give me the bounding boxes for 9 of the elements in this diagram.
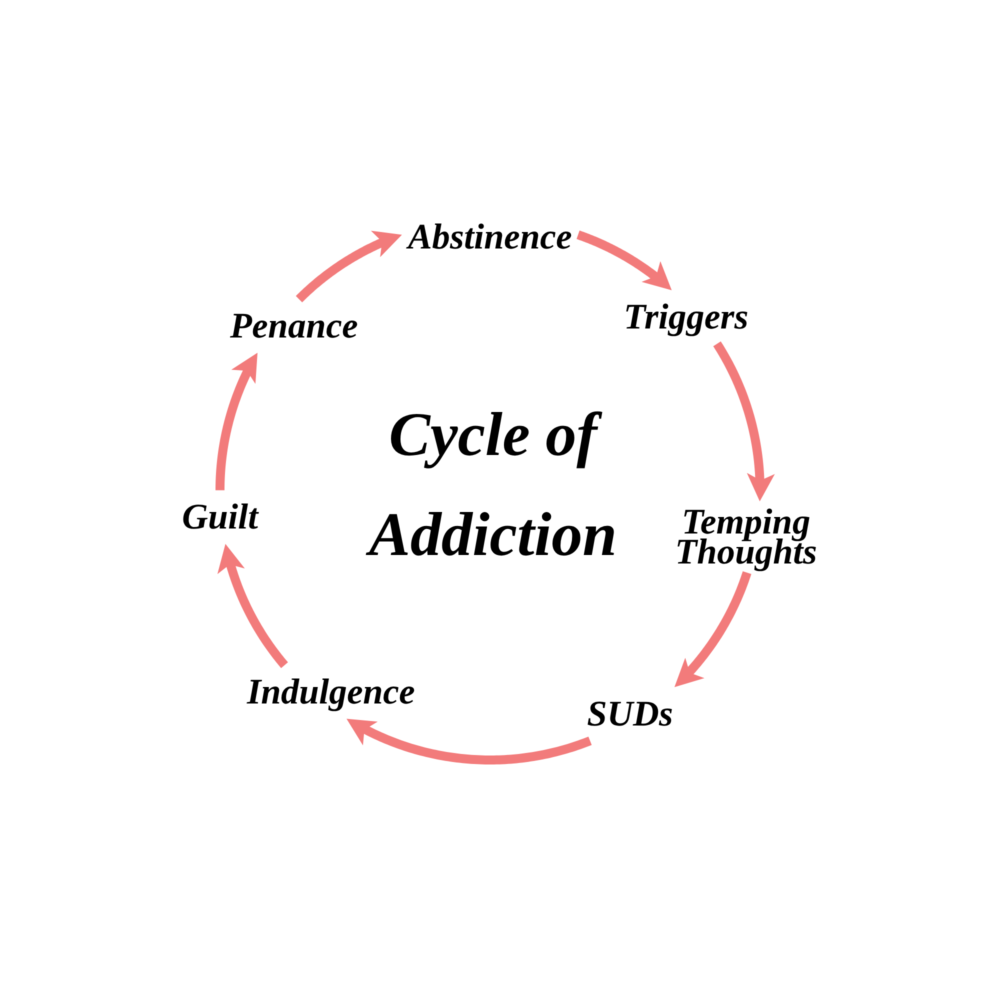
stage-label: SUDs — [580, 687, 680, 741]
diagram-title: Cycle of Addiction — [343, 385, 643, 585]
stage-label: Abstinence — [402, 210, 578, 264]
stage-label: Triggers — [618, 290, 754, 344]
arrow — [713, 340, 775, 504]
stage-label: Guilt — [176, 490, 264, 544]
stage-label: Indulgence — [241, 665, 421, 719]
stage-label: Penance — [224, 299, 364, 353]
stage-label: Temping Thoughts — [668, 501, 824, 573]
